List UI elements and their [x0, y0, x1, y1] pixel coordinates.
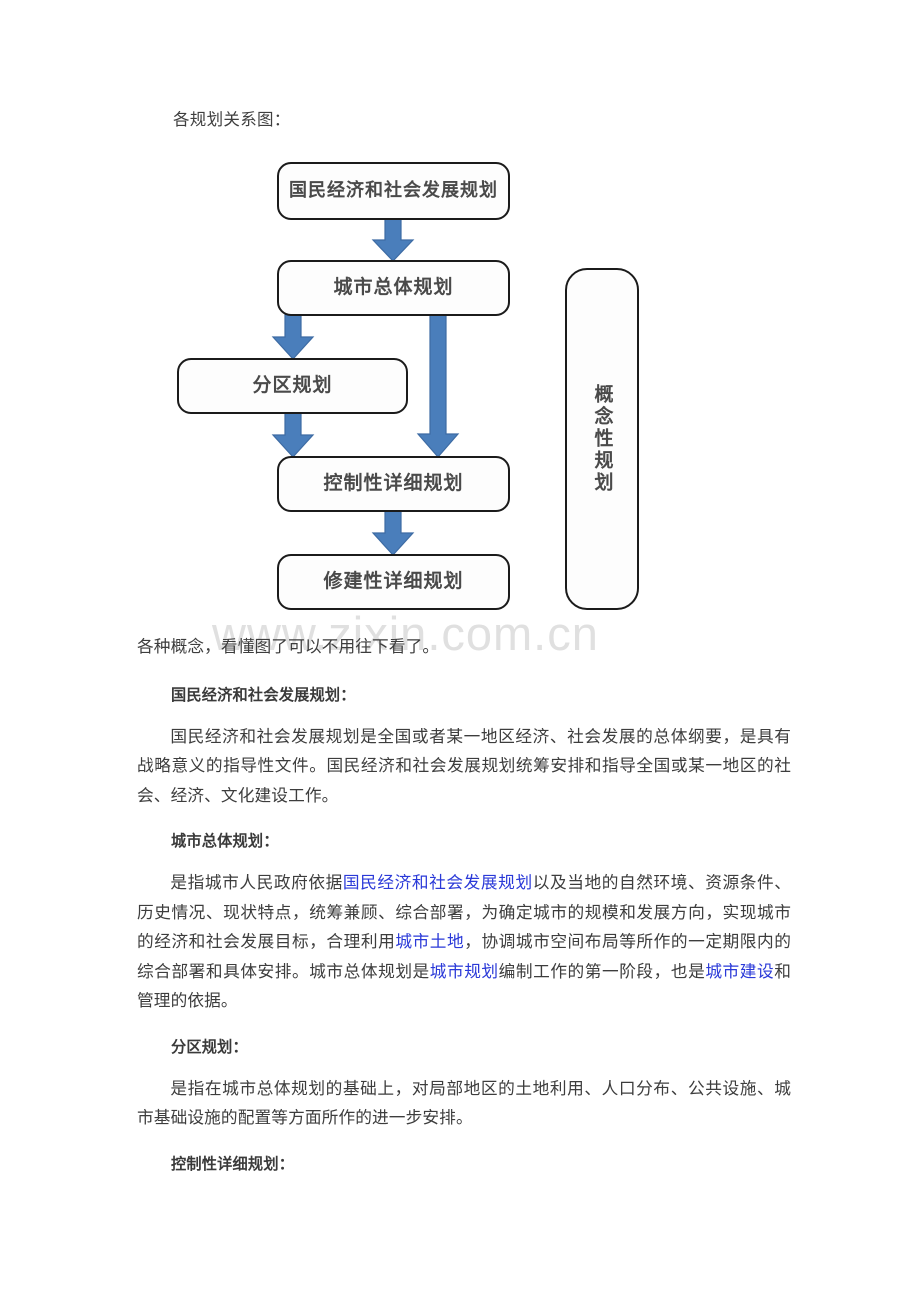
heading-city-master-plan: 城市总体规划： — [171, 833, 279, 850]
paragraph-city-master-plan: 是指城市人民政府依据国民经济和社会发展规划以及当地的自然环境、资源条件、历史情况… — [137, 868, 791, 1016]
node-label: 国民经济和社会发展规划 — [289, 180, 498, 201]
arrow-master-to-regulatory — [416, 314, 460, 458]
node-label-vertical: 概念性规划 — [591, 384, 613, 494]
diagram-node-national-economic-social-development-plan[interactable]: 国民经济和社会发展规划 — [277, 162, 510, 220]
master-text-part2: 以及当地的自然环境、资源条件、历史情况、现状特点，统筹兼顾、综合部署，为确定城市… — [137, 873, 792, 951]
diagram-node-district-plan[interactable]: 分区规划 — [177, 358, 408, 414]
diagram-node-regulatory-detailed-plan[interactable]: 控制性详细规划 — [277, 456, 510, 512]
summary-note: 各种概念，看懂图了可以不用往下看了。 — [137, 637, 440, 656]
arrow-regulatory-to-construction — [371, 510, 415, 556]
diagram-node-construction-detailed-plan[interactable]: 修建性详细规划 — [277, 554, 510, 610]
node-label: 控制性详细规划 — [323, 473, 464, 495]
article-body: 各种概念，看懂图了可以不用往下看了。 国民经济和社会发展规划： 国民经济和社会发… — [137, 632, 791, 1191]
master-text-part5: 和管理的依据。 — [137, 961, 791, 1011]
heading-regulatory-detailed-plan: 控制性详细规划： — [171, 1155, 295, 1173]
heading-district-plan: 分区规划： — [171, 1038, 248, 1056]
link-urban-construction[interactable]: 城市建设 — [705, 961, 775, 981]
master-text-part1: 是指城市人民政府依据 — [170, 873, 343, 892]
diagram-node-conceptual-plan[interactable]: 概念性规划 — [565, 268, 639, 610]
arrow-district-to-regulatory — [271, 412, 315, 458]
link-urban-planning[interactable]: 城市规划 — [429, 961, 499, 981]
node-label: 修建性详细规划 — [323, 571, 464, 593]
master-text-part4: 编制工作的第一阶段，也是 — [498, 961, 706, 981]
diagram-node-city-master-plan[interactable]: 城市总体规划 — [277, 260, 510, 316]
paragraph-national-economic-social-development-plan: 国民经济和社会发展规划是全国或者某一地区经济、社会发展的总体纲要，是具有战略意义… — [137, 726, 791, 805]
node-label: 城市总体规划 — [333, 277, 454, 299]
arrow-national-to-master — [371, 218, 415, 262]
node-label: 分区规划 — [252, 375, 333, 397]
diagram-intro-line: 各规划关系图： — [173, 110, 291, 129]
paragraph-district-plan: 是指在城市总体规划的基础上，对局部地区的土地利用、人口分布、公共设施、城市基础设… — [137, 1078, 791, 1128]
planning-relationship-diagram: 国民经济和社会发展规划 城市总体规划 分区规划 控制性详细规划 修建性详细规划 … — [0, 150, 920, 620]
link-national-economic-social-development-plan[interactable]: 国民经济和社会发展规划 — [342, 873, 533, 892]
heading-national-economic-social-development-plan: 国民经济和社会发展规划： — [171, 686, 356, 704]
link-urban-land[interactable]: 城市土地 — [395, 932, 465, 951]
master-text-part3: ，协调城市空间布局等所作的一定期限内的综合部署和具体安排。城市总体规划是 — [137, 932, 791, 981]
arrow-master-to-district — [271, 314, 315, 360]
